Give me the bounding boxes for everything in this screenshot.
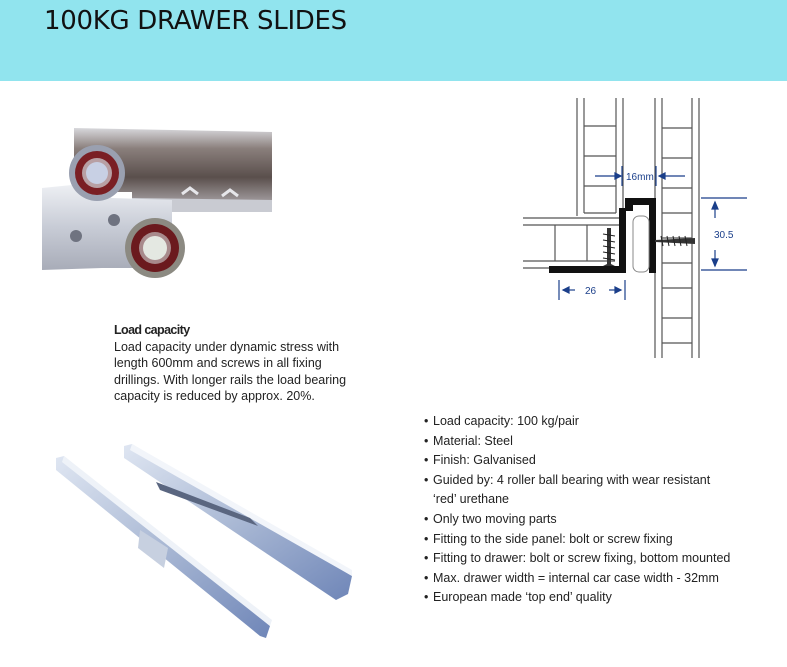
diagram-label-depth: 26: [585, 286, 597, 297]
page-title: 100KG DRAWER SLIDES: [44, 6, 347, 36]
load-capacity-title: Load capacity: [114, 323, 190, 337]
page-header: 100KG DRAWER SLIDES: [0, 0, 787, 81]
feature-item: •Guided by: 4 roller ball bearing with w…: [424, 472, 711, 487]
diagram-label-height: 30.5: [714, 230, 734, 241]
feature-item: •Max. drawer width = internal car case w…: [424, 570, 719, 585]
load-capacity-line: length 600mm and screws in all fixing: [114, 356, 322, 370]
fitting-diagram: 16mm 30.5 26: [523, 98, 747, 358]
load-capacity-section: Load capacity Load capacity under dynami…: [114, 322, 374, 405]
load-capacity-line: Load capacity under dynamic stress with: [114, 339, 340, 354]
feature-item: •Material: Steel: [424, 433, 513, 448]
feature-item-continuation: ‘red’ urethane: [433, 492, 509, 507]
feature-item: •Finish: Galvanised: [424, 453, 536, 468]
feature-item: •Fitting to drawer: bolt or screw fixing…: [424, 551, 731, 566]
roller-closeup-image: [42, 128, 272, 278]
feature-item: •Fitting to the side panel: bolt or scre…: [424, 531, 673, 546]
feature-item: •European made ‘top end’ quality: [424, 590, 612, 605]
feature-item: •Load capacity: 100 kg/pair: [424, 414, 579, 428]
diagram-label-gap: 16mm: [626, 172, 654, 183]
load-capacity-line: drillings. With longer rails the load be…: [114, 372, 347, 387]
rail-pair-image: [56, 444, 352, 638]
feature-list: •Load capacity: 100 kg/pair •Material: S…: [424, 412, 730, 608]
feature-item: •Only two moving parts: [424, 511, 557, 526]
load-capacity-line: capacity is reduced by approx. 20%.: [114, 389, 315, 403]
